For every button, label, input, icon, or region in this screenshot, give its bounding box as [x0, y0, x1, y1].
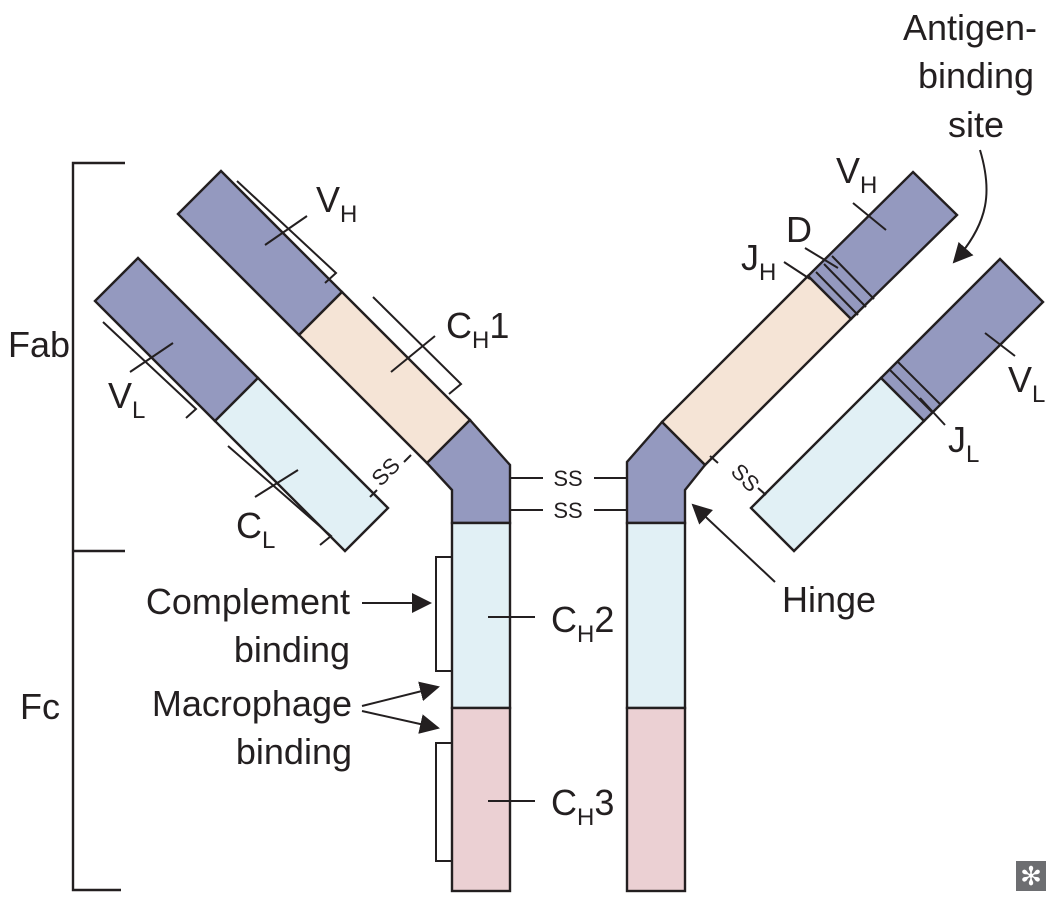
antigen-binding-site-label-1: Antigen- — [903, 7, 1037, 48]
right-d-label: D — [786, 209, 812, 250]
hinge-arrow — [691, 503, 776, 583]
left-vh-label: VH — [316, 179, 357, 228]
left-cl-label: CL — [236, 505, 275, 554]
left-cl-domain — [213, 376, 390, 553]
right-d-band-a — [831, 255, 875, 300]
right-fab-ss-line-a — [709, 455, 719, 464]
left-ch1-tick — [390, 335, 436, 373]
left-ch1-label: CH1 — [446, 305, 509, 354]
complement-binding-bracket — [435, 556, 452, 672]
antigen-binding-site-label-2: binding — [918, 55, 1034, 96]
left-fab-ss-label: SS — [366, 452, 404, 490]
macrophage-binding-arrow-upper — [361, 681, 440, 707]
fab-label: Fab — [8, 324, 70, 365]
right-jl-tick — [919, 397, 946, 426]
fc-label: Fc — [20, 686, 60, 727]
right-vl-tick — [984, 332, 1016, 357]
ch3-label: CH3 — [551, 782, 614, 831]
left-cl-tick — [254, 469, 299, 498]
right-cl-domain — [749, 376, 926, 553]
right-vl-label: VL — [1008, 359, 1045, 408]
left-ch3-domain — [450, 706, 512, 893]
left-cl-bracket — [227, 445, 333, 546]
left-vl-label: VL — [108, 375, 145, 424]
macrophage-binding-label-1: Macrophage — [152, 683, 352, 724]
left-vl-bracket — [102, 321, 198, 419]
right-jl-label: JL — [948, 419, 979, 468]
complement-binding-label-1: Complement — [146, 581, 350, 622]
antigen-binding-site-label-3: site — [948, 104, 1004, 145]
left-ch1-bracket — [372, 296, 463, 395]
right-jh-label: JH — [741, 237, 776, 286]
hinge-upper-ss-label: SS — [553, 466, 582, 491]
left-fab-ss-line-b — [403, 454, 412, 463]
logo-badge — [1016, 861, 1046, 891]
fab-fc-bracket — [71, 161, 125, 892]
left-ch1-domain — [297, 290, 472, 465]
left-vl-tick — [129, 342, 174, 373]
hinge-label: Hinge — [782, 579, 876, 620]
right-jl-band-b — [889, 369, 934, 414]
macrophage-binding-label-2: binding — [236, 731, 352, 772]
left-vh-tick — [264, 215, 308, 246]
macrophage-binding-bracket — [435, 742, 452, 862]
right-jl-band-a — [897, 361, 942, 406]
macrophage-binding-arrow-lower — [361, 710, 440, 734]
right-vh-label: VH — [836, 150, 877, 199]
asterisk-icon: ✻ — [1020, 862, 1042, 892]
right-jh-band — [815, 271, 859, 316]
right-d-band-b — [823, 263, 867, 308]
left-ch2-domain — [450, 521, 512, 710]
right-jh-tick — [783, 261, 811, 280]
left-fab-ss-line-a — [369, 489, 378, 498]
right-fab-ss-line-b — [757, 487, 767, 496]
ch2-label: CH2 — [551, 599, 614, 648]
right-vh-tick — [852, 202, 887, 231]
antigen-binding-site-arrow — [952, 149, 988, 264]
right-d-tick — [804, 247, 839, 269]
right-ch2-domain — [625, 521, 687, 710]
right-fab-ss-label: SS — [726, 458, 764, 496]
hinge-lower-ss-label: SS — [553, 498, 582, 523]
right-ch3-domain — [625, 706, 687, 893]
left-vh-bracket — [236, 180, 338, 284]
complement-binding-label-2: binding — [234, 629, 350, 670]
